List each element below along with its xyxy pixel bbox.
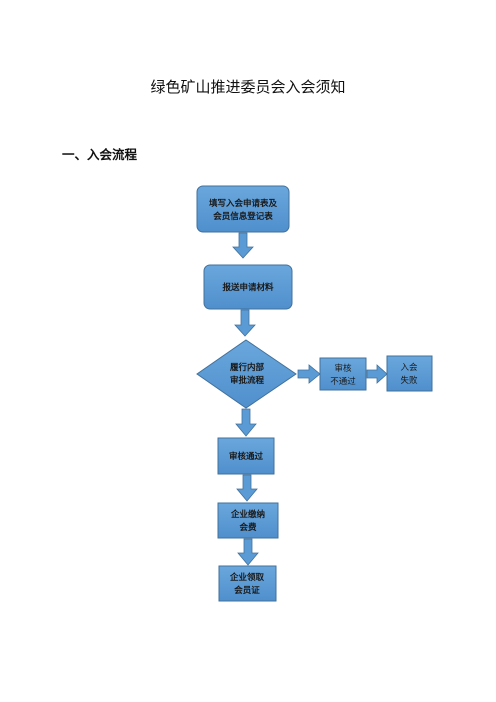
arrow-down-1: [232, 232, 254, 259]
step1-line2: 会员信息登记表: [212, 211, 273, 222]
arrow-down-2: [234, 309, 256, 337]
arrow-down-5: [237, 538, 259, 566]
step2-line1: 报送申请材料: [222, 282, 274, 293]
step6-line1: 企业领取: [229, 572, 265, 583]
fail-line2: 失败: [400, 375, 418, 386]
step-internal-approval: 履行内部 审批流程: [196, 339, 297, 409]
arrow-right-1: [297, 364, 321, 384]
step1-line1: 填写入会申请表及: [209, 198, 278, 209]
fail-line1: 入会: [400, 362, 418, 373]
step6-line2: 会员证: [233, 585, 260, 596]
step-join-failed: 入会 失败: [386, 355, 433, 392]
step3-line1: 履行内部: [229, 362, 265, 373]
step-review-rejected: 审核 不通过: [319, 357, 367, 391]
step-review-approved: 审核通过: [217, 437, 275, 475]
step-submit-materials: 报送申请材料: [203, 264, 293, 310]
reject-line2: 不通过: [330, 376, 356, 387]
arrow-down-4: [236, 474, 258, 502]
step-receive-certificate: 企业领取 会员证: [218, 565, 277, 602]
step5-line1: 企业缴纳: [230, 509, 265, 520]
arrow-down-3: [235, 408, 257, 437]
reject-line1: 审核: [334, 363, 352, 374]
step-pay-fee: 企业缴纳 会费: [217, 502, 279, 539]
section-heading: 一、入会流程: [62, 147, 138, 162]
step3-line2: 审批流程: [230, 375, 265, 386]
step-fill-application: 填写入会申请表及 会员信息登记表: [196, 185, 290, 233]
arrow-right-2: [366, 364, 388, 384]
document-title: 绿色矿山推进委员会入会须知: [150, 78, 346, 96]
step5-line2: 会费: [238, 522, 257, 533]
step4-line1: 审核通过: [229, 451, 264, 462]
